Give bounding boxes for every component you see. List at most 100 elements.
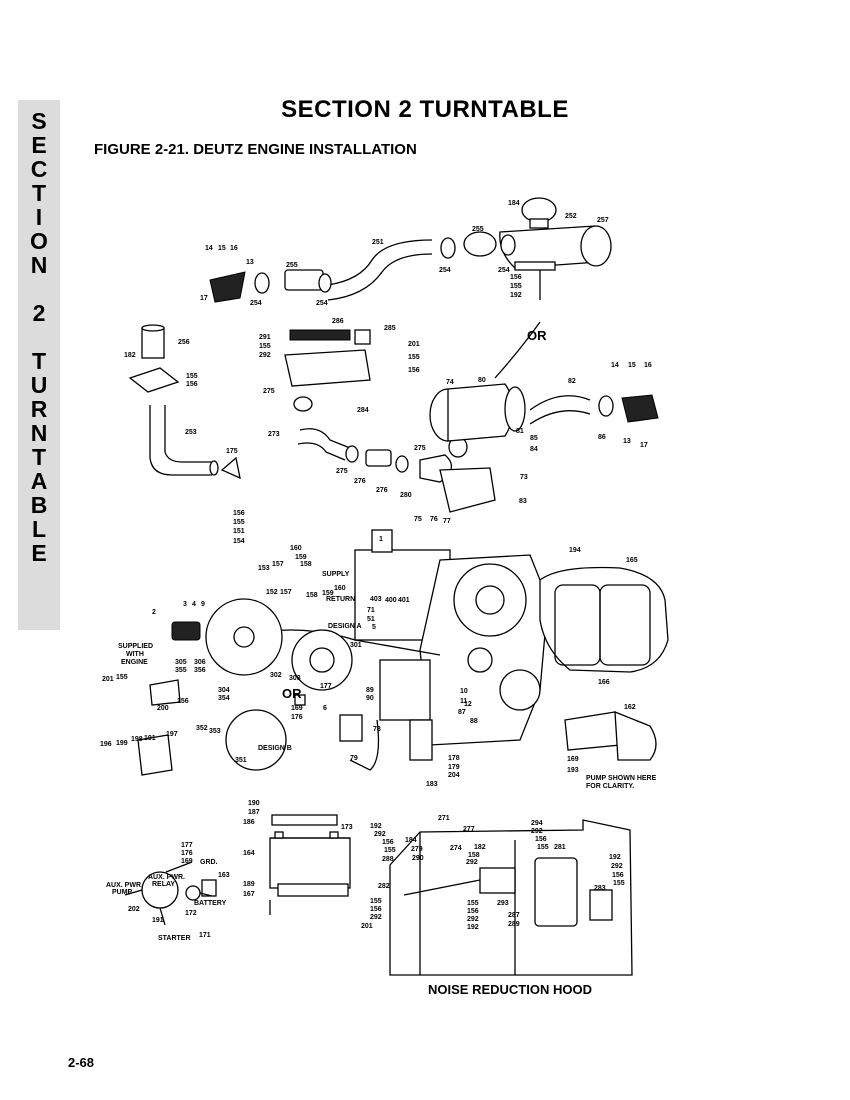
part-number-label: 179	[448, 764, 460, 771]
part-number-label: 201	[361, 923, 373, 930]
part-number-label: 167	[243, 891, 255, 898]
part-number-label: 275	[336, 468, 348, 475]
part-number-label: 156	[510, 274, 522, 281]
starter-label: STARTER	[158, 935, 191, 942]
part-number-label: 1	[379, 536, 383, 543]
part-number-label: 254	[498, 267, 510, 274]
part-number-label: 288	[382, 856, 394, 863]
part-number-label: 80	[478, 377, 486, 384]
part-number-label: 284	[357, 407, 369, 414]
part-number-label: 183	[426, 781, 438, 788]
part-number-label: 403	[370, 596, 382, 603]
part-number-label: 303	[289, 675, 301, 682]
part-number-label: 172	[185, 910, 197, 917]
return-label: RETURN	[326, 596, 355, 603]
part-number-label: 5	[372, 624, 376, 631]
side-tab-letter: I	[35, 204, 43, 230]
part-number-label: 293	[497, 900, 509, 907]
side-tab-letter: S	[31, 108, 47, 134]
part-number-label: 82	[568, 378, 576, 385]
part-number-label: 202	[128, 906, 140, 913]
part-number-label: 171	[199, 932, 211, 939]
part-number-label: 6	[323, 705, 327, 712]
part-number-label: 353	[209, 728, 221, 735]
part-number-label: 160	[334, 585, 346, 592]
design-a-label: DESIGN A	[328, 623, 362, 630]
part-number-label: 160	[290, 545, 302, 552]
part-number-label: 275	[263, 388, 275, 395]
part-number-label: 186	[243, 819, 255, 826]
part-number-label: 306	[194, 659, 206, 666]
part-number-label: 158	[300, 561, 312, 568]
part-number-label: 280	[400, 492, 412, 499]
part-number-label: 169	[567, 756, 579, 763]
part-number-label: 192	[609, 854, 621, 861]
part-number-label: 199	[116, 740, 128, 747]
part-number-label: 193	[567, 767, 579, 774]
part-number-label: 156	[177, 698, 189, 705]
side-tab-letter: T	[31, 180, 47, 206]
part-number-label: 153	[258, 565, 270, 572]
page-number: 2-68	[68, 1055, 95, 1070]
part-number-label: 15	[628, 362, 636, 369]
part-number-label: 88	[470, 718, 478, 725]
part-number-label: 256	[178, 339, 190, 346]
part-number-label: 156	[233, 510, 245, 517]
side-tab-letter: B	[30, 492, 48, 518]
part-number-label: 198	[131, 736, 143, 743]
part-number-label: 15	[218, 245, 226, 252]
part-number-label: 14	[205, 245, 213, 252]
part-number-label: 204	[448, 772, 460, 779]
part-number-label: 184	[405, 837, 417, 844]
part-number-label: 155	[613, 880, 625, 887]
part-number-label: 356	[194, 667, 206, 674]
part-number-label: 165	[626, 557, 638, 564]
part-number-label: 292	[611, 863, 623, 870]
part-number-label: 84	[530, 446, 538, 453]
or-label-right: OR	[527, 328, 547, 343]
part-number-label: 274	[450, 845, 462, 852]
part-number-label: 155	[259, 343, 271, 350]
part-number-label: 276	[376, 487, 388, 494]
part-number-label: 279	[411, 846, 423, 853]
part-number-label: 155	[408, 354, 420, 361]
part-number-label: 155	[116, 674, 128, 681]
part-number-label: 175	[226, 448, 238, 455]
part-number-label: 157	[272, 561, 284, 568]
part-number-label: 277	[463, 826, 475, 833]
side-tab-letter: L	[31, 516, 47, 542]
side-tab-letter: T	[31, 348, 47, 374]
part-number-label: 351	[235, 757, 247, 764]
part-number-label: 169	[291, 705, 303, 712]
battery-assembly	[269, 814, 351, 915]
side-tab-letter: E	[31, 132, 47, 158]
part-number-label: 257	[597, 217, 609, 224]
part-number-label: 178	[448, 755, 460, 762]
part-number-label: 283	[594, 885, 606, 892]
part-number-label: 86	[598, 434, 606, 441]
air-cleaner-right	[429, 321, 659, 513]
part-number-label: 271	[438, 815, 450, 822]
part-number-label: 400	[385, 597, 397, 604]
part-number-label: 166	[598, 679, 610, 686]
aux-relay-label-1: AUX. PWR.	[148, 874, 185, 881]
part-number-label: 290	[412, 855, 424, 862]
part-number-label: 184	[508, 200, 520, 207]
part-number-label: 169	[181, 858, 193, 865]
part-number-label: 255	[472, 226, 484, 233]
supplied-label-1: SUPPLIED	[118, 643, 153, 650]
part-number-label: 191	[152, 917, 164, 924]
part-number-label: 355	[175, 667, 187, 674]
part-number-label: 83	[519, 498, 527, 505]
mid-intake-assembly	[284, 329, 468, 483]
part-number-label: 176	[181, 850, 193, 857]
side-tab-letter: A	[30, 468, 48, 494]
part-number-label: 155	[467, 900, 479, 907]
part-number-label: 302	[270, 672, 282, 679]
part-number-label: 156	[535, 836, 547, 843]
part-number-label: 13	[623, 438, 631, 445]
part-number-label: 156	[467, 908, 479, 915]
part-number-label: 305	[175, 659, 187, 666]
